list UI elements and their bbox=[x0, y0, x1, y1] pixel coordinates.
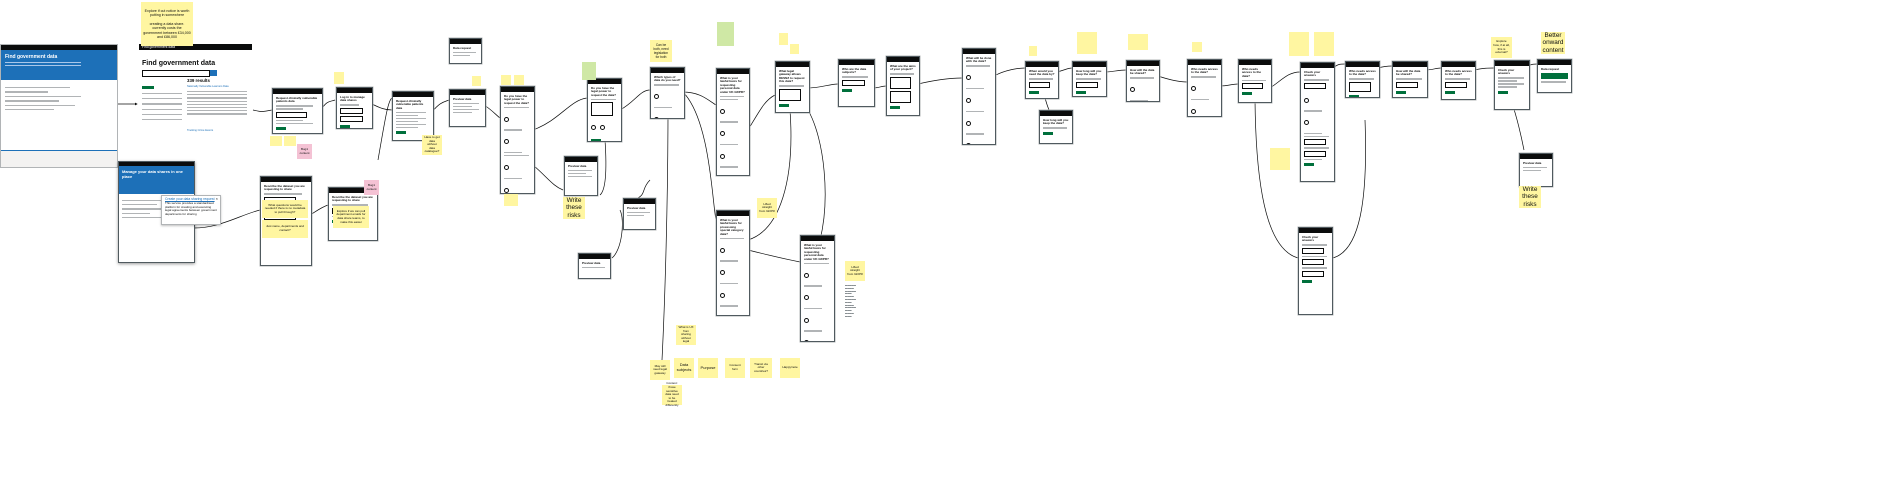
sticky-tiny-14 bbox=[1289, 32, 1309, 56]
sticky-better-onward: Better onward content bbox=[1541, 32, 1565, 54]
screen-do-you-have: Do you have the legal power to request t… bbox=[587, 78, 622, 142]
sticky-write-risks-2: Write these risks bbox=[1519, 186, 1541, 208]
search-icon[interactable] bbox=[209, 70, 217, 76]
sticky-data-subjects: Data subjects bbox=[674, 358, 694, 378]
screen-check-answers: Check your answers bbox=[1494, 60, 1530, 110]
screen-request-share: Request clinically vulnerable patients d… bbox=[392, 91, 434, 141]
screen-aims: What are the aims of your project? bbox=[886, 56, 920, 116]
results-count: 339 results bbox=[187, 78, 210, 83]
sticky-green-2 bbox=[717, 22, 734, 46]
sticky-explore-if: Explore if we can pull department emails… bbox=[333, 206, 369, 228]
find-title: Find government data bbox=[142, 60, 216, 67]
screen-check-1: Check your answers bbox=[1300, 62, 1335, 182]
screen-how-share: How will the data be shared? bbox=[1126, 60, 1160, 102]
screen-who-needs: Who needs access to the data? bbox=[1187, 59, 1222, 117]
screen-approver: Who needs access to the data? bbox=[1441, 61, 1476, 100]
sticky-tiny-2 bbox=[270, 136, 282, 146]
sticky-consent: Consent form bbox=[725, 358, 745, 378]
sticky-have-to-get: Have to get data without data catalogue? bbox=[422, 135, 442, 155]
tooltip-link[interactable]: Create your data sharing request bbox=[165, 197, 215, 201]
screen-data-subjects: Who are the data subjects? bbox=[838, 59, 875, 107]
screen-what-will: What will be done with the data? bbox=[962, 48, 996, 145]
sticky-gdpr-note: Context: those sensitive data need to be… bbox=[662, 382, 682, 407]
sticky-tiny-4 bbox=[472, 76, 481, 86]
sticky-tiny-15 bbox=[1314, 32, 1334, 56]
screen-preview: Preview data bbox=[449, 89, 486, 127]
sticky-tiny-1 bbox=[334, 72, 344, 84]
sticky-green-1 bbox=[582, 62, 596, 80]
sticky-purpose: Purpose bbox=[698, 358, 718, 378]
screen-submitted: Data request bbox=[1537, 59, 1572, 93]
sticky-tiny-16 bbox=[1270, 148, 1290, 170]
sticky-tiny-5 bbox=[501, 75, 511, 85]
result-link-2[interactable]: Tracking Crime Events bbox=[187, 129, 214, 132]
search-results-screen: Find government data Find government dat… bbox=[139, 44, 252, 166]
sticky-bug-1: Bug1 content bbox=[297, 144, 312, 159]
sticky-can-be-both: Can be both, need legislation for both bbox=[650, 40, 672, 62]
sticky-tiny-11 bbox=[1077, 32, 1097, 54]
screen-special-category: What is your lawful basis for processing… bbox=[716, 210, 750, 316]
screen-check-2: Check your answers bbox=[1298, 227, 1333, 315]
cyd-banner: Manage your data shares in one place bbox=[119, 166, 194, 194]
hero-banner: Find government data bbox=[1, 50, 117, 80]
sticky-happy-note: Happy/note bbox=[780, 358, 800, 378]
govuk-header-bar bbox=[1, 45, 117, 50]
sticky-what-is-ux: What is UX from sharing without legal bbox=[676, 325, 696, 345]
sticky-uk-gdpr-2: Lifted straight from GDPR bbox=[845, 261, 865, 281]
screen-roles: Who needs access to the data? bbox=[1238, 59, 1272, 103]
sticky-tiny-8 bbox=[779, 33, 788, 45]
homepage-screenshot: Find government data bbox=[0, 44, 118, 168]
sticky-what-questions: What questions would be needed if there … bbox=[262, 200, 308, 218]
sticky-tiny-13 bbox=[1192, 42, 1202, 52]
screen-preview-final: Preview data bbox=[1519, 153, 1553, 187]
screen-how-long-alt: How long will you keep the data? bbox=[1039, 110, 1073, 144]
sticky-transit: Transit via other countries? bbox=[750, 358, 772, 378]
screen-lawful-basis: What is your lawful basis for requesting… bbox=[716, 68, 750, 176]
sticky-tiny-7 bbox=[504, 194, 518, 206]
sticky-tiny-6 bbox=[514, 75, 524, 85]
sticky-bug-2: Bug1 content bbox=[364, 180, 379, 195]
sticky-explore-how: Explore how, if at all, this is external… bbox=[1491, 37, 1512, 58]
screen-when: When would you need the data by? bbox=[1025, 61, 1059, 99]
sticky-tiny-9 bbox=[790, 44, 799, 54]
search-input[interactable] bbox=[142, 70, 217, 77]
sticky-may-still-need: May still need legal gateway bbox=[650, 360, 670, 380]
sticky-tiny-3 bbox=[284, 136, 296, 146]
sticky-write-risks-1: Write these risks bbox=[563, 197, 585, 219]
sticky-explore-notice: Explore if cut notice is worth putting i… bbox=[141, 2, 193, 46]
sticky-uk-gdpr-1: Lifted straight from GDPR bbox=[757, 198, 777, 218]
close-icon[interactable]: × bbox=[215, 196, 218, 201]
screen-log-in: Log in to manage data shares bbox=[336, 87, 373, 129]
screen-preview-4: Preview data bbox=[578, 253, 611, 279]
find-header: Find government data bbox=[139, 44, 252, 50]
screen-security: Who needs access to the data? bbox=[1345, 61, 1380, 98]
screen-describe-dataset: Request clinically vulnerable patients d… bbox=[272, 88, 323, 134]
service-tooltip: × Create your data sharing request This … bbox=[161, 195, 221, 225]
screen-uk-gdpr: What is your lawful basis for requesting… bbox=[800, 235, 835, 342]
gdpr-list-text: ▬▬▬▬▬▬▬▬▬▬▬▬▬▬▬▬▬▬▬▬▬▬▬▬▬▬▬▬▬▬▬▬▬▬▬▬▬▬▬▬… bbox=[845, 285, 856, 318]
screen-preview-3: Preview data bbox=[623, 198, 656, 230]
result-link-1[interactable]: Nationally Vulnerable Learners Data bbox=[187, 85, 229, 88]
screen-how-long: How long will you keep the data? bbox=[1072, 61, 1107, 97]
screen-preview-2: Preview data bbox=[564, 156, 598, 196]
screen-supplier: How will the data be shared? bbox=[1392, 61, 1428, 98]
sticky-tiny-10 bbox=[1029, 46, 1037, 56]
screen-gov-legal: What legal gateway allows DESNZ to reque… bbox=[775, 61, 810, 113]
tooltip-body: This service provides a standardised pla… bbox=[165, 200, 217, 217]
footer bbox=[1, 150, 117, 167]
sticky-tiny-12 bbox=[1128, 34, 1148, 50]
screen-which-types: Which types of data do you need? bbox=[650, 67, 685, 119]
screen-legal-power: Do you have the legal power to request t… bbox=[500, 86, 535, 194]
hero-title: Find government data bbox=[5, 54, 58, 60]
screen-data-request: Data request bbox=[449, 38, 482, 64]
cyd-title: Manage your data shares in one place bbox=[122, 169, 183, 179]
sticky-just-name: Just name, departments and contact? bbox=[262, 220, 308, 238]
